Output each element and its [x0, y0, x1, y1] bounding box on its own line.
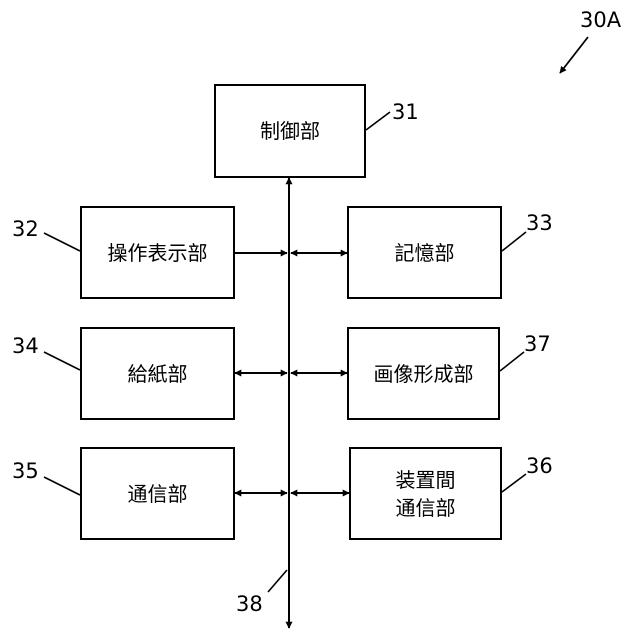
storage-block: 記憶部	[347, 206, 502, 299]
ref-36: 36	[526, 454, 553, 478]
leader-33	[502, 232, 526, 251]
ref-34: 34	[12, 334, 39, 358]
diagram-ref-label: 30A	[580, 8, 621, 32]
leader-31	[366, 112, 390, 130]
image-forming-label: 画像形成部	[374, 360, 474, 388]
image-forming-block: 画像形成部	[347, 327, 500, 420]
leader-35	[44, 477, 80, 495]
ref-33: 33	[526, 211, 553, 235]
paper-feed-label: 給紙部	[128, 360, 188, 388]
inter-device-label-line1: 装置間	[396, 466, 456, 494]
bus-ref-label: 38	[236, 592, 263, 616]
leader-38	[268, 570, 287, 592]
diagram-ref-pointer	[560, 37, 588, 73]
ref-37: 37	[524, 332, 551, 356]
leader-37	[500, 352, 524, 371]
storage-label: 記憶部	[395, 239, 455, 267]
ref-31: 31	[392, 100, 419, 124]
paper-feed-block: 給紙部	[80, 327, 235, 420]
operation-display-label: 操作表示部	[108, 239, 208, 267]
leader-36	[502, 474, 526, 492]
operation-display-block: 操作表示部	[80, 206, 235, 299]
inter-device-communication-block: 装置間 通信部	[349, 447, 502, 540]
ref-32: 32	[12, 217, 39, 241]
inter-device-label-line2: 通信部	[396, 494, 456, 522]
ref-35: 35	[12, 459, 39, 483]
communication-block: 通信部	[80, 447, 235, 540]
control-label: 制御部	[260, 117, 320, 145]
communication-label: 通信部	[128, 480, 188, 508]
leader-34	[44, 352, 80, 370]
leader-32	[44, 233, 80, 251]
control-block: 制御部	[214, 84, 366, 178]
